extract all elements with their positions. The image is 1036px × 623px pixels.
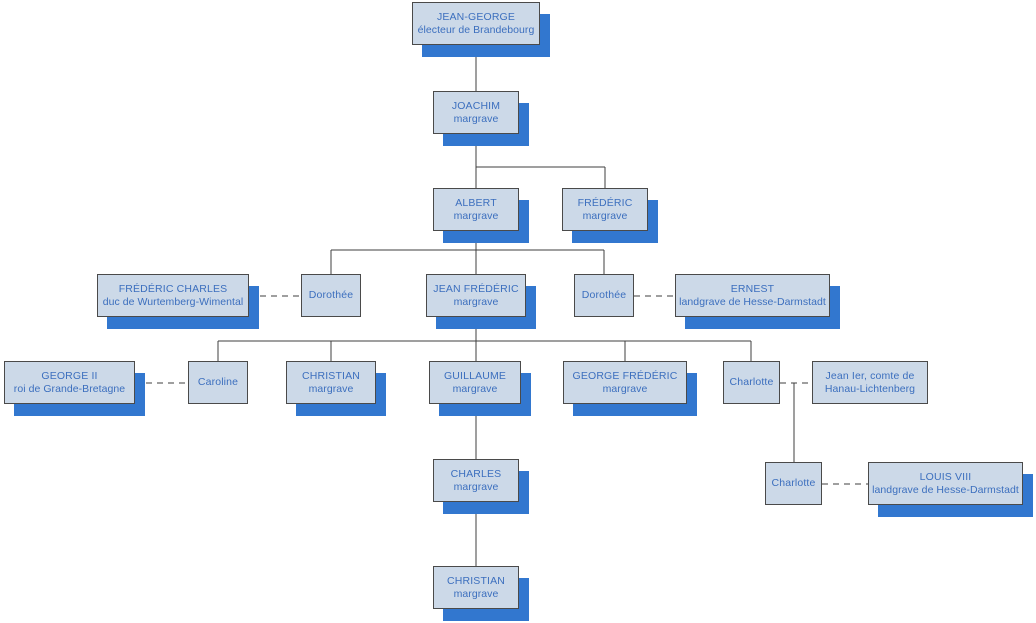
node-dorothee-1[interactable]: Dorothée — [301, 274, 361, 317]
node-name: GUILLAUME — [443, 369, 507, 382]
node-name: ERNEST — [730, 282, 775, 295]
node-name: Charlotte — [771, 477, 816, 490]
node-title: margrave — [453, 209, 499, 222]
node-title: landgrave de Hesse-Darmstadt — [679, 295, 826, 308]
node-name: Dorothée — [308, 289, 354, 302]
node-name: Jean Ier, comte de — [825, 369, 915, 382]
node-name: JEAN FRÉDÉRIC — [433, 282, 519, 295]
node-name: FRÉDÉRIC CHARLES — [118, 282, 228, 295]
node-name: LOUIS VIII — [919, 470, 972, 483]
node-name: GEORGE FRÉDÉRIC — [572, 369, 678, 382]
node-charlotte-1[interactable]: Charlotte — [723, 361, 780, 404]
node-charlotte-2[interactable]: Charlotte — [765, 462, 822, 505]
node-title: Hanau-Lichtenberg — [824, 382, 916, 395]
node-name: JOACHIM — [451, 99, 501, 112]
node-title: margrave — [582, 209, 628, 222]
node-title: margrave — [602, 382, 648, 395]
node-title: margrave — [308, 382, 354, 395]
node-name: CHARLES — [450, 467, 502, 480]
node-name: ALBERT — [455, 196, 497, 209]
node-name: Dorothée — [581, 289, 627, 302]
node-title: roi de Grande-Bretagne — [13, 382, 126, 395]
node-title: margrave — [453, 112, 499, 125]
node-title: landgrave de Hesse-Darmstadt — [872, 483, 1019, 496]
node-title: margrave — [452, 382, 498, 395]
node-title: margrave — [453, 587, 499, 600]
node-title: électeur de Brandebourg — [417, 23, 535, 36]
node-name: CHRISTIAN — [302, 369, 360, 382]
node-dorothee-2[interactable]: Dorothée — [574, 274, 634, 317]
node-name: GEORGE II — [41, 369, 98, 382]
node-caroline[interactable]: Caroline — [188, 361, 248, 404]
node-name: JEAN-GEORGE — [436, 10, 516, 23]
node-title: duc de Wurtemberg-Wimental — [102, 295, 244, 308]
node-name: Charlotte — [729, 376, 774, 389]
node-name: FRÉDÉRIC — [577, 196, 633, 209]
node-name: Caroline — [197, 376, 239, 389]
node-title: margrave — [453, 295, 499, 308]
node-name: CHRISTIAN — [447, 574, 505, 587]
node-title: margrave — [453, 480, 499, 493]
